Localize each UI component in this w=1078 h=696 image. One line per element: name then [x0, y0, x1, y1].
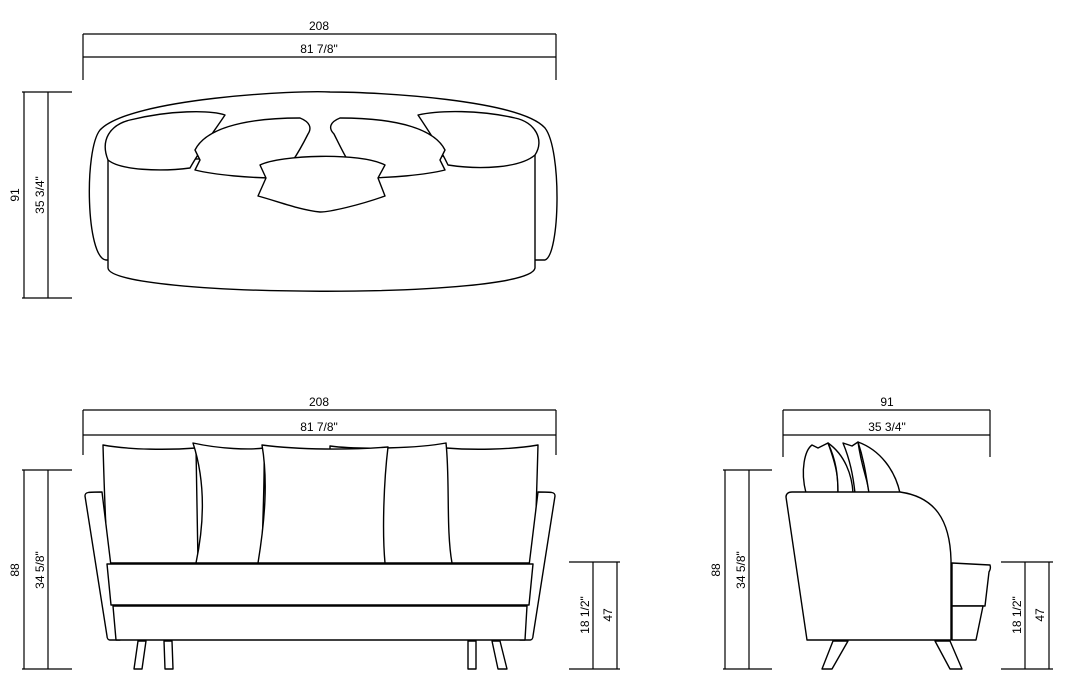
sofa-top-outline: [88, 91, 558, 292]
front-height-dimension: 88 34 5/8": [8, 469, 72, 670]
front-height-in: 34 5/8": [33, 551, 47, 589]
front-width-cm: 208: [309, 395, 329, 409]
top-width-in: 81 7/8": [300, 42, 338, 56]
sofa-front-outline: [84, 442, 556, 670]
front-seat-height-cm: 47: [601, 608, 615, 622]
side-view: 91 35 3/4" 88 34 5/8" 18 1/2" 47: [709, 395, 1053, 670]
front-seat-height-in: 18 1/2": [578, 596, 592, 634]
top-width-dimension: 208 81 7/8": [82, 19, 557, 80]
front-width-dimension: 208 81 7/8": [82, 395, 557, 455]
side-height-dimension: 88 34 5/8": [709, 469, 772, 670]
side-seat-height-cm: 47: [1033, 608, 1047, 622]
sofa-side-outline: [785, 441, 992, 670]
side-depth-cm: 91: [880, 395, 894, 409]
top-view: 208 81 7/8" 91 35 3/4": [8, 19, 558, 299]
side-height-in: 34 5/8": [734, 551, 748, 589]
top-width-cm: 208: [309, 19, 329, 33]
front-height-cm: 88: [8, 563, 22, 577]
side-depth-in: 35 3/4": [868, 420, 906, 434]
top-depth-in: 35 3/4": [33, 176, 47, 214]
front-seat-height-dimension: 18 1/2" 47: [569, 561, 620, 670]
top-depth-dimension: 91 35 3/4": [8, 91, 72, 299]
front-width-in: 81 7/8": [300, 420, 338, 434]
side-seat-height-dimension: 18 1/2" 47: [1001, 561, 1053, 670]
front-view: 208 81 7/8" 88 34 5/8" 18 1/2" 47: [8, 395, 620, 670]
top-depth-cm: 91: [8, 188, 22, 202]
side-seat-height-in: 18 1/2": [1010, 596, 1024, 634]
side-height-cm: 88: [709, 563, 723, 577]
side-depth-dimension: 91 35 3/4": [782, 395, 991, 457]
